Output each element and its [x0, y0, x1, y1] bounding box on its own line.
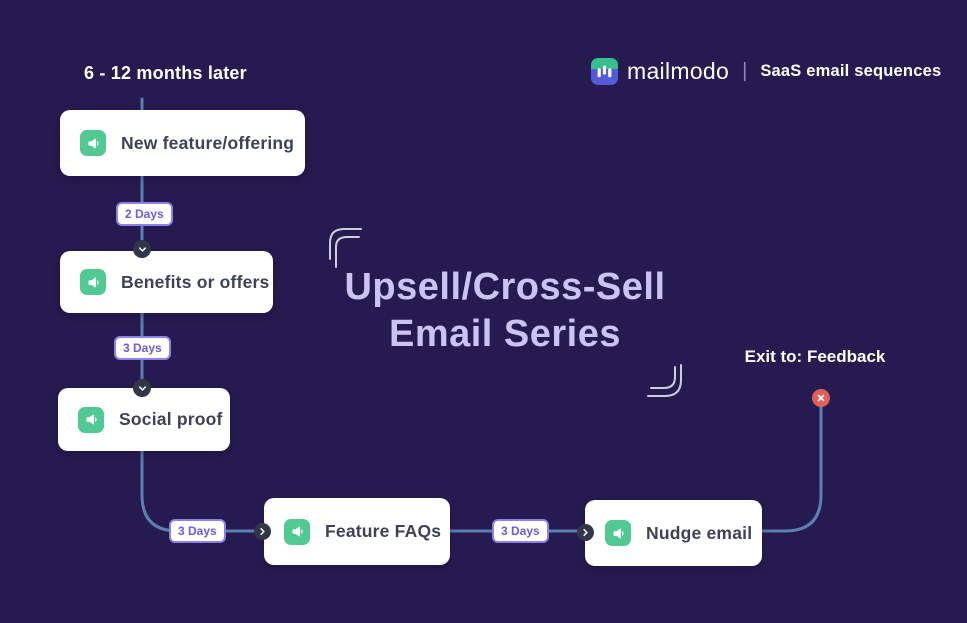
node-label: Social proof — [119, 409, 223, 429]
brand-lockup: mailmodo | SaaS email sequences — [591, 58, 941, 85]
node-label: New feature/offering — [121, 132, 295, 153]
chevron-right-icon — [577, 524, 594, 541]
node-card-social-proof: Social proof — [58, 388, 230, 451]
megaphone-icon — [284, 518, 310, 545]
chevron-down-icon — [133, 240, 151, 258]
page-title-line2: Email Series — [388, 313, 622, 355]
megaphone-icon — [80, 130, 106, 156]
delay-badge-3: 3 Days — [169, 519, 226, 543]
delay-badge-2: 3 Days — [114, 336, 171, 360]
node-label: Nudge email — [646, 522, 753, 543]
brand-separator: | — [742, 60, 748, 82]
corner-bracket-decoration-top-left — [329, 228, 362, 268]
node-card-benefits: Benefits or offers — [60, 251, 273, 313]
delay-badge-4: 3 Days — [492, 519, 549, 543]
chevron-down-icon — [133, 379, 151, 397]
node-card-feature-faqs: Feature FAQs — [264, 498, 450, 565]
chevron-right-icon — [254, 523, 271, 540]
page-title: Upsell/Cross-Sell Email Series — [295, 264, 715, 358]
flow-connector-path — [140, 97, 823, 533]
brand-tagline: SaaS email sequences — [760, 62, 942, 80]
x-circle-icon — [812, 389, 830, 407]
brand-name: mailmodo — [627, 58, 730, 84]
node-label: Feature FAQs — [325, 521, 442, 541]
corner-bracket-decoration-bottom-right — [647, 364, 682, 397]
megaphone-icon — [605, 520, 631, 546]
megaphone-icon — [80, 269, 106, 295]
node-card-new-feature: New feature/offering — [60, 110, 305, 176]
node-label: Benefits or offers — [121, 271, 270, 292]
megaphone-icon — [78, 406, 104, 433]
exit-label: Exit to: Feedback — [744, 347, 886, 366]
delay-badge-1: 2 Days — [116, 202, 173, 226]
page-title-line1: Upsell/Cross-Sell — [344, 266, 666, 308]
mailmodo-logo-icon — [591, 58, 618, 85]
node-card-nudge-email: Nudge email — [585, 500, 762, 566]
timeline-label: 6 - 12 months later — [84, 63, 247, 83]
